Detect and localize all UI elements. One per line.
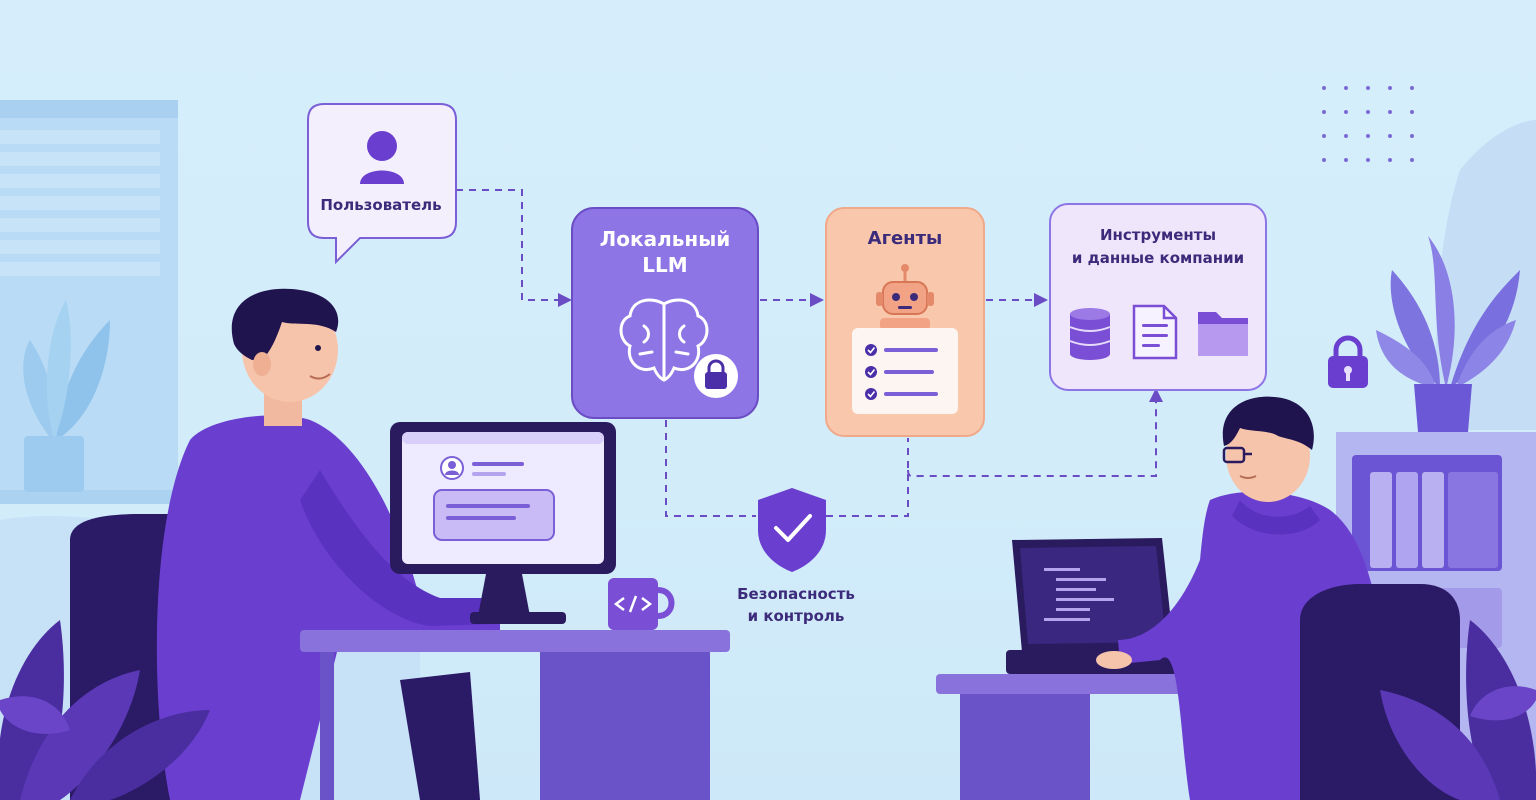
llm-label-line2: LLM <box>642 253 688 277</box>
plant-right <box>1376 236 1520 432</box>
llm-node-label: Локальный LLM <box>572 226 758 278</box>
brain-icon <box>619 298 709 382</box>
plant-foreground-right <box>1380 620 1536 800</box>
connector-user-llm <box>456 189 560 301</box>
developer-left <box>156 288 526 800</box>
folder-icon <box>1198 312 1248 356</box>
code-mug-icon <box>608 578 675 630</box>
plant-foreground-left <box>0 620 210 800</box>
tools-node <box>1049 203 1267 391</box>
tools-node-label: Инструменты и данные компании <box>1050 224 1266 269</box>
laptop-right <box>1006 538 1186 674</box>
connector-arrowheads <box>558 293 1163 402</box>
shield-check-icon <box>758 488 826 572</box>
connector-security-agents <box>826 438 909 517</box>
desk-right <box>936 674 1236 800</box>
checklist-icon <box>852 328 958 414</box>
connectors <box>456 189 1157 517</box>
robot-icon <box>876 264 934 330</box>
security-label-line2: и контроль <box>747 606 845 625</box>
tools-label-line2: и данные компании <box>1071 248 1245 267</box>
connector-agents-tools-bottom <box>907 400 1157 478</box>
user-node <box>307 103 457 265</box>
tools-label-line1: Инструменты <box>1099 226 1217 244</box>
window-blinds <box>0 100 178 504</box>
user-icon <box>360 131 404 184</box>
llm-label-line1: Локальный <box>599 227 731 251</box>
database-icon <box>1069 308 1111 360</box>
agents-node <box>825 207 985 437</box>
lock-icon <box>694 354 738 398</box>
security-node-label: Безопасность и контроль <box>706 584 886 628</box>
monitor-left <box>390 422 616 624</box>
dot-grid <box>1322 86 1414 162</box>
lock-icon-decorative <box>1328 335 1368 388</box>
document-icon <box>1132 304 1178 360</box>
connector-llm-security <box>665 420 756 517</box>
security-label-line1: Безопасность <box>737 585 855 603</box>
background-blob-right <box>1436 120 1536 430</box>
security-node <box>758 488 826 572</box>
plant-left-window <box>23 300 110 492</box>
desk-left <box>300 630 730 800</box>
user-node-label: Пользователь <box>320 196 442 214</box>
agents-node-label: Агенты <box>867 228 943 249</box>
llm-node <box>571 207 759 419</box>
